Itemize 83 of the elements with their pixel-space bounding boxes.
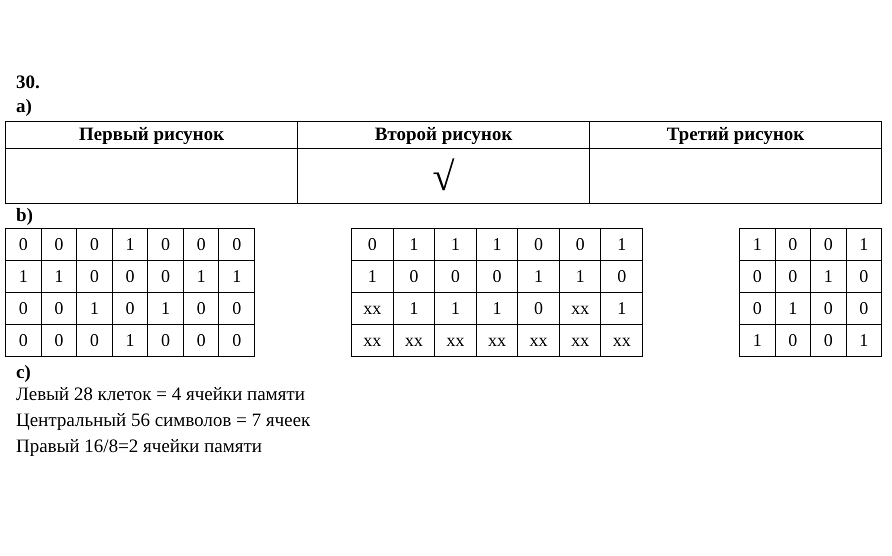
table-cell-value: 1 — [232, 266, 242, 286]
table-cell-value: 0 — [196, 330, 206, 350]
table-cell-value: 0 — [824, 234, 833, 254]
column-header: Третий рисунок — [666, 124, 804, 145]
part-label: c) — [16, 362, 31, 384]
table-cell-value: 1 — [788, 298, 798, 318]
table-cell-value: xx — [363, 298, 382, 318]
table-cell-value: 0 — [161, 330, 170, 350]
table-cell-value: 0 — [450, 266, 460, 286]
table-cell-value: 0 — [232, 234, 242, 254]
table-cell-value: xx — [446, 330, 464, 350]
table-cell-value: 0 — [90, 234, 99, 254]
table-cell-value: 1 — [90, 298, 99, 318]
table-cell-value: 0 — [576, 234, 585, 254]
table-cell-value: 0 — [18, 330, 28, 350]
table-cell-value: 1 — [450, 234, 460, 254]
table-cell-value: 0 — [125, 298, 134, 318]
table-cell-value: 0 — [859, 266, 868, 286]
table-cell-value: 1 — [752, 330, 762, 350]
table-cell-value: 1 — [409, 234, 418, 254]
table-cell-value: 1 — [125, 234, 134, 254]
table-cell-value: 1 — [824, 266, 833, 286]
table-cell-value: 0 — [90, 330, 99, 350]
table-cell-value: 1 — [492, 234, 502, 254]
table-cell-value: xx — [404, 330, 423, 350]
table-cell-value: 0 — [54, 330, 64, 350]
table-cell-value: 0 — [18, 298, 28, 318]
table-cell-value: 0 — [617, 266, 626, 286]
table-cell-value: 0 — [788, 234, 798, 254]
column-header: Первый рисунок — [78, 124, 224, 145]
table-cell-value: 0 — [232, 298, 242, 318]
table-cell-value: 0 — [859, 298, 868, 318]
table-cell-value: 0 — [368, 234, 377, 254]
table-cell-value: xx — [363, 330, 382, 350]
table-cell-value: 0 — [54, 234, 64, 254]
table-cell-value: 0 — [824, 298, 833, 318]
table-cell-value: xx — [571, 298, 590, 318]
table-cell-value: 1 — [18, 266, 28, 286]
exercise-number: 30. — [16, 72, 40, 94]
part-label: b) — [16, 205, 33, 227]
table-cell-value: 1 — [54, 266, 64, 286]
table-cell-value: 1 — [752, 234, 762, 254]
table-cell-value: 1 — [859, 330, 868, 350]
answer-line: Центральный 56 символов = 7 ячеек — [16, 410, 310, 432]
part-label: а) — [16, 96, 32, 118]
table-cell-value: 0 — [824, 330, 833, 350]
answer-line: Левый 28 клеток = 4 ячейки памяти — [16, 384, 305, 406]
table-cell-value: xx — [612, 330, 631, 350]
table-cell-value: 0 — [54, 298, 64, 318]
table-cell-value: 0 — [18, 234, 28, 254]
table-cell-value: 0 — [534, 298, 544, 318]
answer-line: Правый 16/8=2 ячейки памяти — [16, 436, 262, 458]
table-cell-value: 0 — [196, 298, 206, 318]
table-cell-value: 0 — [752, 266, 762, 286]
table-cell-value: 0 — [788, 266, 798, 286]
table-cell-value: 0 — [196, 234, 206, 254]
table-cell-value: 1 — [368, 266, 377, 286]
table-cell-value: 0 — [161, 266, 170, 286]
table-cell-value: 1 — [492, 298, 502, 318]
table-cell-value: 1 — [576, 266, 585, 286]
table-cell-value: 1 — [450, 298, 460, 318]
table-cell-value: 0 — [125, 266, 134, 286]
table-cell-value: 1 — [161, 298, 170, 318]
table-cell-value: 0 — [90, 266, 99, 286]
table-cell-value: 0 — [752, 298, 762, 318]
table-cell-value: xx — [488, 330, 506, 350]
table-cell-value: 0 — [788, 330, 798, 350]
table-cell-value: 1 — [617, 234, 626, 254]
table-cell-value: 0 — [161, 234, 170, 254]
table-cell-value: 0 — [534, 234, 544, 254]
table-cell-value: 0 — [232, 330, 242, 350]
check-mark: √ — [432, 154, 454, 198]
table-cell-value: 1 — [859, 234, 868, 254]
table-cell-value: xx — [530, 330, 548, 350]
table-cell-value: 1 — [409, 298, 418, 318]
table-cell-value: 1 — [196, 266, 206, 286]
table-cell-value: 1 — [534, 266, 544, 286]
table-cell-value: 0 — [492, 266, 502, 286]
table-cell-value: xx — [571, 330, 590, 350]
table-cell-value: 1 — [125, 330, 134, 350]
table-cell-value: 0 — [409, 266, 418, 286]
column-header: Второй рисунок — [374, 124, 512, 145]
table-cell-value: 1 — [617, 298, 626, 318]
